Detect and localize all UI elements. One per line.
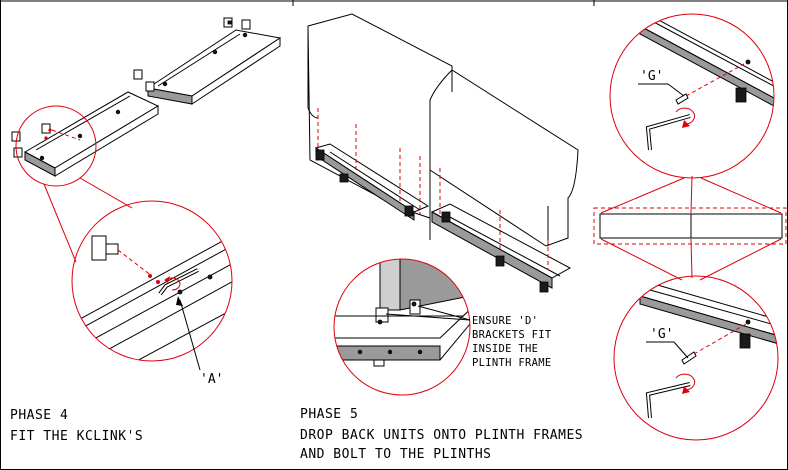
label-g-top-leader [667,83,685,97]
label-a-arrowhead [176,296,183,306]
phase5-plinth-frames [314,108,572,293]
phase5-note-line-3: INSIDE THE [472,343,538,355]
bolt-detail-panel [593,175,787,281]
phase5-instruction-line-2: AND BOLT TO THE PLINTHS [300,447,492,462]
bolt-detail-bottom [613,275,779,441]
label-g-bottom: 'G' [650,327,673,342]
phase4-subtitle: FIT THE KCLINK'S [10,429,143,444]
phase4-callout [15,105,133,263]
phase5-title: PHASE 5 [300,407,358,422]
phase5-instruction-line-1: DROP BACK UNITS ONTO PLINTH FRAMES [300,428,583,443]
phase5-note-line-2: BRACKETS FIT [472,329,552,341]
bolt-detail-top [609,13,775,179]
phase5-note-line-1: ENSURE 'D' [472,315,538,327]
phase4-plinth-frames [11,17,282,177]
label-g-top: 'G' [640,69,663,84]
phase5-note-line-4: PLINTH FRAME [472,357,551,369]
label-g-bottom-leader [673,341,689,359]
phase4-detail-circle [71,200,233,362]
phase4-title: PHASE 4 [10,408,68,423]
phase5-note-leaders [385,305,471,321]
label-a: 'A' [200,372,223,387]
label-a-leader [179,299,201,371]
phase5-detail-circle [333,258,471,396]
kclink-brackets [11,17,251,158]
